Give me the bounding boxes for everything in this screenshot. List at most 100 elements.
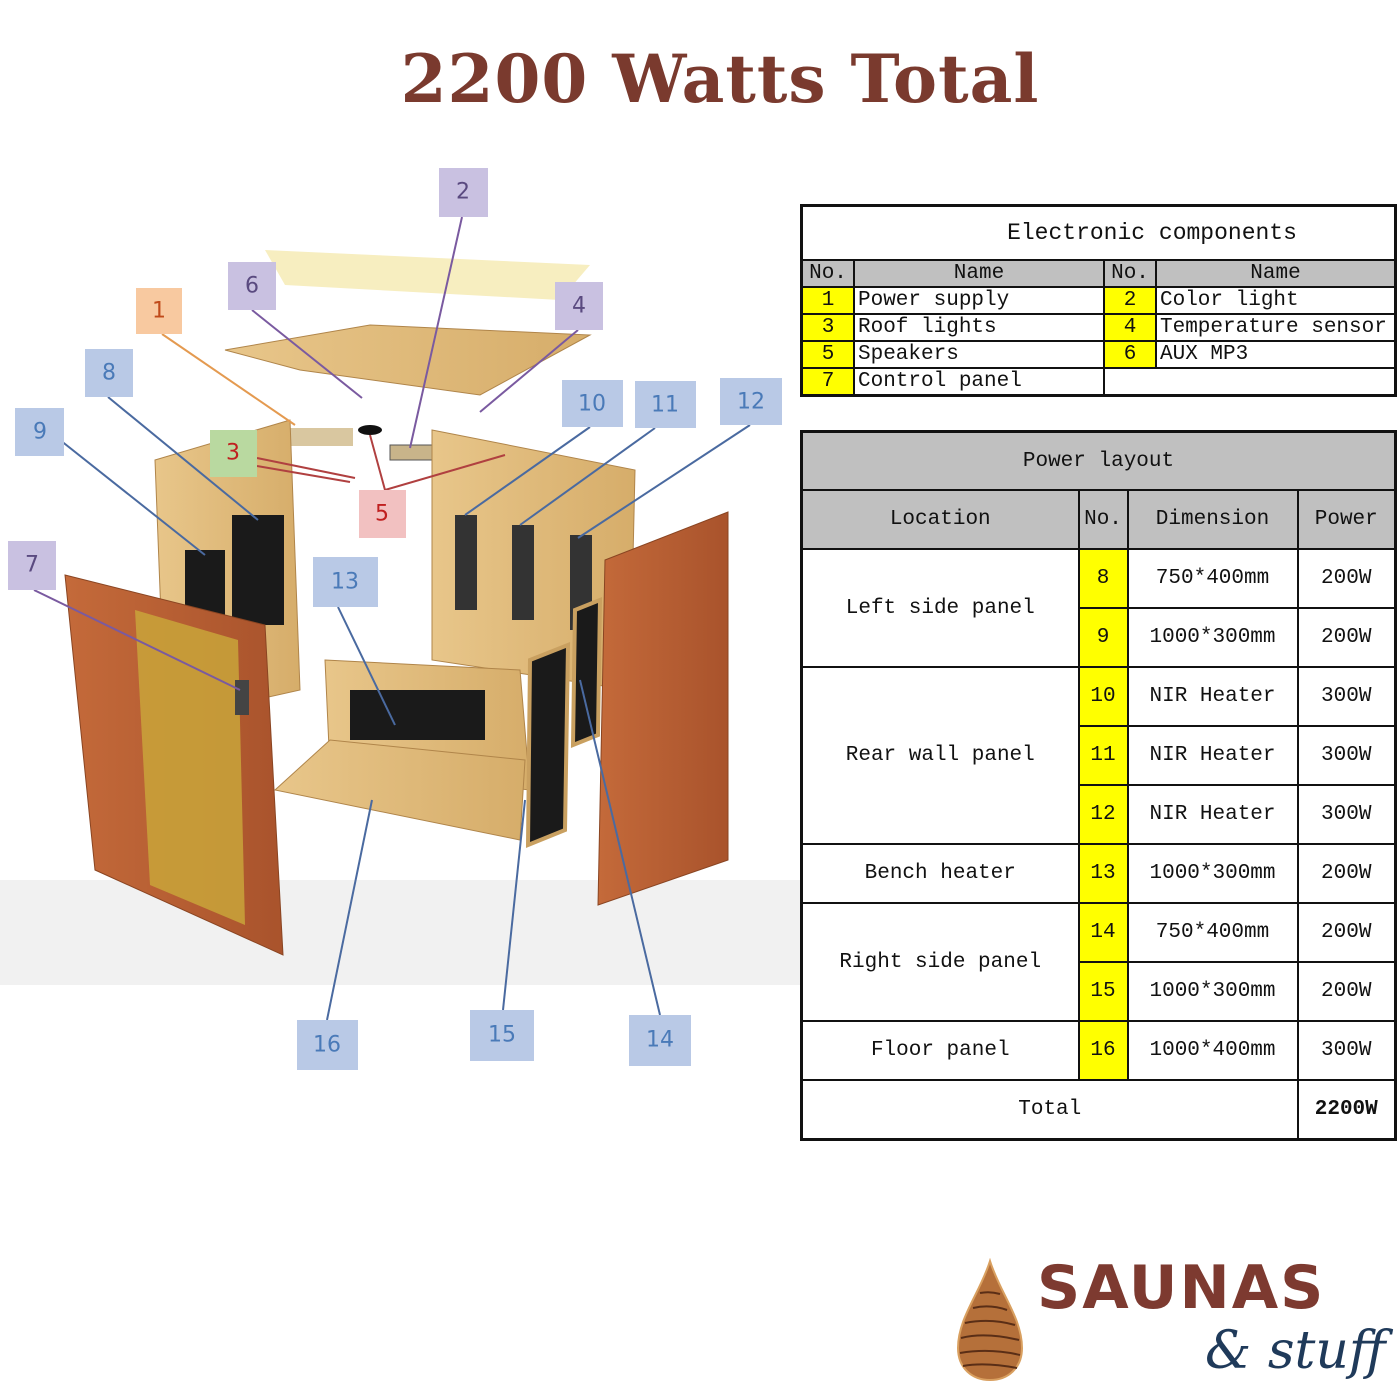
heater-no: 9 [1077, 607, 1129, 668]
table-row: 9 1000*300mm 200W [802, 607, 1397, 668]
power-supply [283, 428, 353, 446]
saunas-and-stuff-logo: SAUNAS & stuff [955, 1256, 1395, 1386]
svg-text:16: 16 [313, 1033, 341, 1058]
heater-no: 14 [1077, 902, 1129, 963]
dimension: NIR Heater [1126, 666, 1299, 727]
power: 200W [1296, 961, 1397, 1022]
table-row: 7 Control panel [800, 367, 1396, 397]
header-no: No. [1103, 259, 1157, 288]
table-row: Rear wall panel 10 NIR Heater 300W [800, 666, 1397, 845]
component-name: Speakers [853, 340, 1105, 369]
page-title: 2200 Watts Total [400, 40, 1040, 118]
table-row: 12 NIR Heater 300W [802, 784, 1397, 845]
rear-heaters [455, 515, 592, 630]
roof-top [265, 250, 590, 300]
svg-text:14: 14 [646, 1028, 674, 1053]
header-name: Name [853, 259, 1105, 288]
component-no: 5 [800, 340, 855, 369]
dimension: 1000*400mm [1126, 1020, 1299, 1081]
right-side-panel [597, 511, 729, 906]
svg-text:12: 12 [737, 390, 765, 415]
location: Right side panel [800, 902, 1080, 1022]
electronic-title: Electronic components [800, 204, 1397, 261]
component-name: AUX MP3 [1155, 340, 1397, 369]
svg-text:11: 11 [651, 393, 679, 418]
door-glass [135, 610, 245, 925]
electronic-components-table: Electronic components No. Name No. Name … [800, 204, 1397, 397]
callout-3: 3 [210, 430, 257, 477]
logo-text-stuff: & stuff [1205, 1321, 1386, 1381]
callout-1: 1 [136, 288, 182, 334]
heater-no: 10 [1077, 666, 1129, 727]
total-row: Total 2200W [800, 1079, 1397, 1141]
power: 200W [1296, 843, 1397, 904]
component-name: Temperature sensor [1155, 313, 1397, 342]
component-no: 3 [800, 313, 855, 342]
callout-11: 11 [635, 381, 696, 428]
heater-no: 11 [1077, 725, 1129, 786]
svg-text:15: 15 [488, 1023, 516, 1048]
svg-text:6: 6 [245, 274, 259, 299]
component-no: 2 [1103, 286, 1157, 315]
callout-15: 15 [470, 1010, 534, 1061]
speaker-left [358, 425, 382, 435]
callout-9: 9 [15, 408, 64, 456]
component-no: 4 [1103, 313, 1157, 342]
component-name: Power supply [853, 286, 1105, 315]
table-row: 11 NIR Heater 300W [802, 725, 1397, 786]
logo-text-saunas: SAUNAS [1037, 1253, 1326, 1323]
callout-4: 4 [555, 282, 603, 330]
callout-2: 2 [439, 168, 488, 217]
callout-6: 6 [228, 262, 276, 310]
dimension: NIR Heater [1126, 784, 1299, 845]
sauna-exploded-diagram: 1 2 3 4 5 6 7 8 9 10 11 12 13 14 15 16 [0, 168, 800, 1070]
dimension: 1000*300mm [1126, 843, 1299, 904]
heater-no: 8 [1077, 548, 1129, 609]
header-dimension: Dimension [1126, 489, 1299, 550]
location: Bench heater [800, 843, 1080, 904]
bench-heater [350, 690, 485, 740]
component-name: Roof lights [853, 313, 1105, 342]
callout-14: 14 [629, 1015, 691, 1066]
dimension: 1000*300mm [1126, 607, 1299, 668]
power: 300W [1296, 1020, 1397, 1081]
svg-text:10: 10 [578, 392, 606, 417]
svg-text:13: 13 [331, 570, 359, 595]
header-no: No. [800, 259, 855, 288]
callout-16: 16 [297, 1020, 358, 1070]
component-name: Control panel [853, 367, 1105, 397]
dimension: 750*400mm [1126, 548, 1299, 609]
location: Rear wall panel [800, 666, 1080, 845]
callout-10: 10 [562, 380, 623, 427]
heater-no: 16 [1077, 1020, 1129, 1081]
header-power: Power [1296, 489, 1397, 550]
table-row: 5 Speakers 6 AUX MP3 [800, 340, 1397, 369]
svg-text:2: 2 [456, 180, 470, 205]
callout-13: 13 [313, 557, 378, 607]
location: Left side panel [800, 548, 1080, 668]
heater-no: 15 [1077, 961, 1129, 1022]
component-no: 1 [800, 286, 855, 315]
callout-7: 7 [8, 541, 56, 590]
power-title: Power layout [800, 430, 1397, 491]
svg-text:1: 1 [152, 299, 166, 324]
table-row: Bench heater 13 1000*300mm 200W [800, 843, 1397, 904]
component-name: Color light [1155, 286, 1397, 315]
power: 300W [1296, 784, 1397, 845]
svg-text:5: 5 [375, 502, 389, 527]
component-no: 7 [800, 367, 855, 397]
table-row: 3 Roof lights 4 Temperature sensor [800, 313, 1397, 342]
header-no: No. [1077, 489, 1129, 550]
table-row: 15 1000*300mm 200W [802, 961, 1397, 1022]
location: Floor panel [800, 1020, 1080, 1081]
total-value: 2200W [1296, 1079, 1397, 1141]
table-row: Floor panel 16 1000*400mm 300W [800, 1020, 1397, 1081]
callout-12: 12 [720, 378, 782, 425]
heater-no: 13 [1077, 843, 1129, 904]
right-heater-2 [570, 597, 603, 748]
control-panel [235, 680, 249, 715]
svg-text:9: 9 [33, 420, 47, 445]
empty-cell [1104, 367, 1396, 396]
roof-light [389, 444, 436, 461]
svg-text:7: 7 [25, 553, 39, 578]
